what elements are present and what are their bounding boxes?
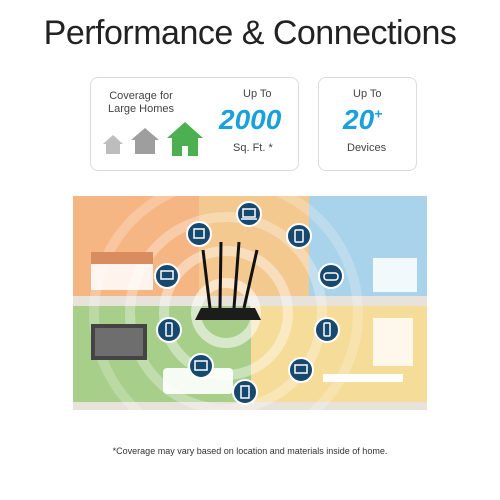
tablet-icon xyxy=(286,223,312,249)
coverage-unit: Sq. Ft. * xyxy=(233,142,273,154)
laptop-icon xyxy=(236,201,262,227)
router-icon xyxy=(195,241,261,320)
coverage-value: 2000 xyxy=(219,104,282,135)
coverage-card: Coverage for Large Homes Up To 2000 Sq. … xyxy=(90,77,299,171)
devices-value: 20 xyxy=(343,104,375,135)
medium-house-icon xyxy=(131,128,159,154)
gamepad-icon xyxy=(318,263,344,289)
devices-upto: Up To xyxy=(353,88,382,100)
tv-icon xyxy=(188,353,214,379)
phone-icon xyxy=(156,317,182,343)
small-house-icon xyxy=(103,135,123,154)
coverage-footnote: *Coverage may vary based on location and… xyxy=(112,446,388,456)
monitor-icon xyxy=(288,357,314,383)
devices-card: Up To 20+ Devices xyxy=(318,77,417,171)
large-house-icon xyxy=(167,122,203,156)
page-title: Performance & Connections xyxy=(43,14,457,52)
coverage-label: Coverage for Large Homes xyxy=(107,90,175,115)
camera-icon xyxy=(314,317,340,343)
desktop-icon xyxy=(154,263,180,289)
devices-unit: Devices xyxy=(347,142,387,154)
printer-icon xyxy=(186,221,212,247)
devices-plus: + xyxy=(374,105,383,122)
nas-icon xyxy=(232,379,258,405)
coverage-upto: Up To xyxy=(243,88,272,100)
house-icons xyxy=(103,122,203,156)
house-illustration xyxy=(73,196,427,410)
